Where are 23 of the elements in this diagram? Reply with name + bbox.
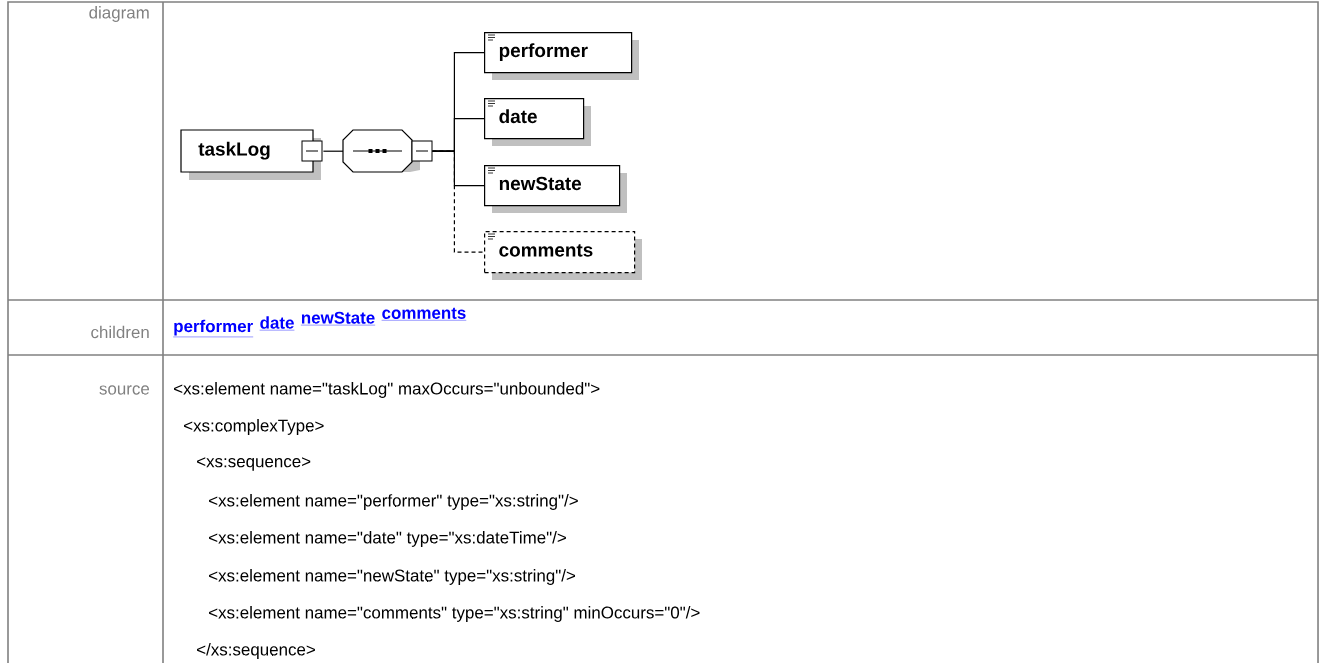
- link: date: [259, 316, 295, 331]
- source-code-line: <xs:element name="performer" type="xs:string"/>: [209, 494, 578, 510]
- sequence-symbol: [342, 129, 433, 173]
- link: performer: [173, 319, 254, 338]
- source-code-line: <xs:sequence>: [197, 457, 311, 471]
- row-header: diagram: [89, 6, 149, 22]
- element-box: comments: [484, 231, 642, 280]
- source-code-line: <xs:element name="newState" type="xs:string"/>: [209, 569, 575, 585]
- source-code-line: <xs:element name="comments" type="xs:string" minOccurs="0"/>: [209, 606, 700, 622]
- row-header: children: [91, 325, 149, 339]
- element-box: newState: [484, 165, 627, 213]
- source-code-line: <xs:element name="date" type="xs:dateTime"/>: [209, 531, 566, 547]
- source-code-line: </xs:sequence>: [197, 643, 315, 659]
- link: comments: [381, 307, 467, 321]
- link: newState: [300, 311, 376, 326]
- source-code-line: <xs:element name="taskLog" maxOccurs="unbounded">: [174, 382, 600, 398]
- source-code-line: <xs:complexType>: [184, 419, 324, 435]
- connector-line: [431, 150, 485, 253]
- element-box: taskLog: [180, 129, 323, 180]
- row-header: source: [99, 385, 150, 395]
- connector-line: [322, 150, 344, 152]
- element-box: performer: [484, 32, 639, 80]
- element-box: date: [484, 98, 591, 146]
